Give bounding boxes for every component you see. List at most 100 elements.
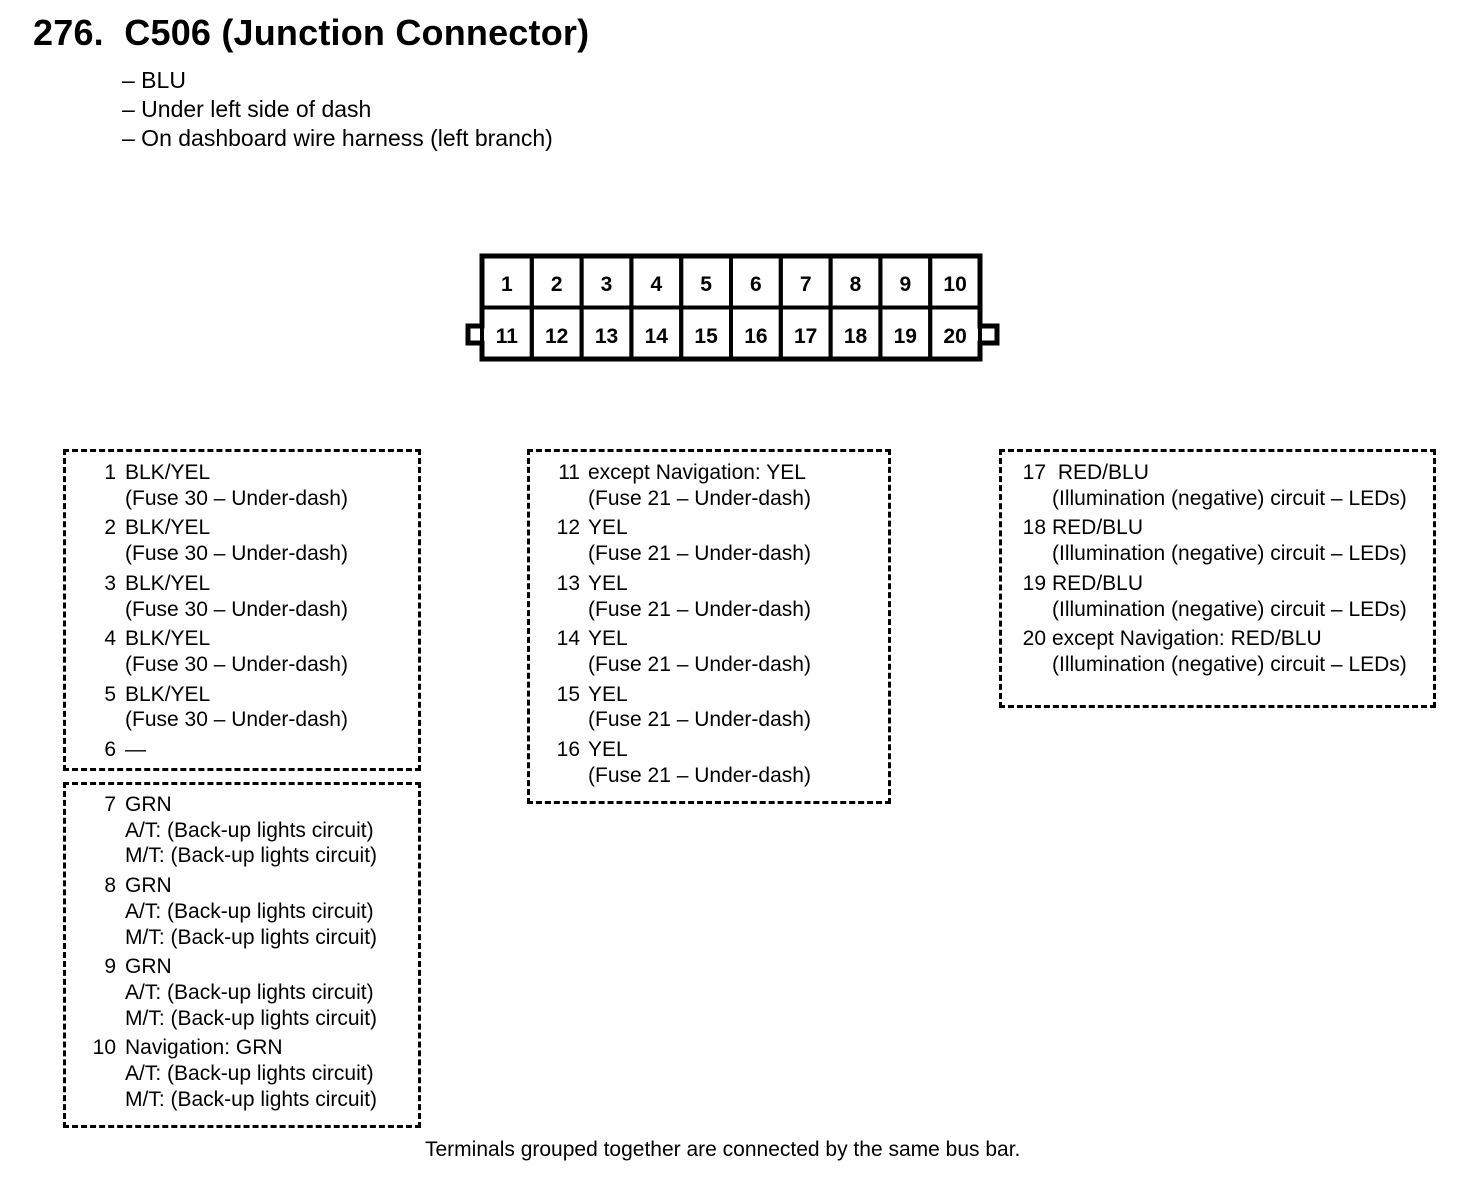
pin-number-14: 14 xyxy=(644,325,668,348)
circuit-description: M/T: (Back-up lights circuit) xyxy=(125,844,378,868)
terminal-17: 17 RED/BLU(Illumination (negative) circu… xyxy=(1002,460,1433,511)
circuit-description: A/T: (Back-up lights circuit) xyxy=(125,899,374,923)
pin-number-6: 6 xyxy=(750,273,762,296)
terminal-number: 9 xyxy=(104,955,116,979)
circuit-description: A/T: (Back-up lights circuit) xyxy=(125,1062,374,1086)
wire-color: YEL xyxy=(588,571,628,595)
terminal-1: 1 BLK/YEL(Fuse 30 – Under-dash) xyxy=(66,460,418,511)
terminal-number: 5 xyxy=(104,682,116,706)
terminal-11: 11 except Navigation: YEL(Fuse 21 – Under… xyxy=(530,460,888,511)
terminal-6: 6— xyxy=(66,737,418,763)
circuit-description: M/T: (Back-up lights circuit) xyxy=(125,925,378,949)
wire-color: BLK/YEL xyxy=(125,461,211,484)
wire-color: except Navigation: YEL xyxy=(588,461,806,484)
circuit-description: M/T: (Back-up lights circuit) xyxy=(125,1087,378,1111)
terminal-number: 1 xyxy=(104,461,116,484)
terminal-number: 2 xyxy=(104,516,116,540)
detail-color: – BLU xyxy=(122,67,186,93)
terminal-number: 13 xyxy=(556,571,580,595)
wire-color: RED/BLU xyxy=(1052,461,1149,484)
terminal-number: 11 xyxy=(558,461,580,484)
wire-color: Navigation: GRN xyxy=(125,1036,283,1060)
terminal-2: 2 BLK/YEL(Fuse 30 – Under-dash) xyxy=(66,515,418,566)
wire-color: BLK/YEL xyxy=(125,571,211,595)
circuit-description: (Fuse 30 – Under-dash) xyxy=(125,597,348,621)
circuit-description: (Illumination (negative) circuit – LEDs) xyxy=(1052,597,1407,621)
pin-number-12: 12 xyxy=(545,325,569,348)
circuit-description: A/T: (Back-up lights circuit) xyxy=(125,818,374,842)
circuit-description: (Fuse 21 – Under-dash) xyxy=(588,652,811,676)
circuit-description: (Fuse 30 – Under-dash) xyxy=(125,708,348,732)
wire-color: YEL xyxy=(588,627,628,651)
footnote: Terminals grouped together are connected… xyxy=(425,1138,1021,1161)
wire-color: RED/BLU xyxy=(1052,516,1144,540)
terminal-number: 20 xyxy=(1022,627,1046,651)
pin-number-7: 7 xyxy=(799,273,812,296)
circuit-description: A/T: (Back-up lights circuit) xyxy=(125,980,374,1004)
terminal-number: 10 xyxy=(92,1036,116,1060)
terminal-number: 7 xyxy=(104,793,116,816)
pin-number-9: 9 xyxy=(899,273,912,296)
terminal-13: 13 YEL(Fuse 21 – Under-dash) xyxy=(530,571,888,622)
wire-color: BLK/YEL xyxy=(125,627,211,651)
wire-color: GRN xyxy=(125,793,172,816)
wire-color: BLK/YEL xyxy=(125,682,211,706)
connector-details: – BLU – Under left side of dash – On das… xyxy=(122,66,553,153)
circuit-description: (Fuse 21 – Under-dash) xyxy=(588,708,811,732)
wire-color: RED/BLU xyxy=(1052,571,1144,595)
terminal-number: 3 xyxy=(104,571,116,595)
pin-number-18: 18 xyxy=(843,325,868,348)
circuit-description: (Illumination (negative) circuit – LEDs) xyxy=(1052,652,1407,676)
circuit-description: (Fuse 21 – Under-dash) xyxy=(588,763,811,787)
wire-color: YEL xyxy=(588,682,628,706)
wire-color: GRN xyxy=(125,874,172,898)
page-title: 276. C506 (Junction Connector) xyxy=(33,12,590,53)
circuit-description: (Illumination (negative) circuit – LEDs) xyxy=(1052,542,1407,566)
pin-number-19: 19 xyxy=(893,325,917,348)
circuit-description: (Fuse 30 – Under-dash) xyxy=(125,486,348,510)
terminal-5: 5 BLK/YEL(Fuse 30 – Under-dash) xyxy=(66,682,418,733)
circuit-description: (Fuse 21 – Under-dash) xyxy=(588,486,811,510)
pin-number-13: 13 xyxy=(594,325,619,348)
terminal-number: 6 xyxy=(104,738,116,762)
wire-color: YEL xyxy=(588,738,628,762)
terminal-number: 19 xyxy=(1022,571,1046,595)
terminal-15: 15 YEL(Fuse 21 – Under-dash) xyxy=(530,682,888,733)
terminal-number: 8 xyxy=(104,874,116,898)
circuit-description: (Fuse 30 – Under-dash) xyxy=(125,542,348,566)
pin-number-17: 17 xyxy=(794,325,818,348)
wire-color: GRN xyxy=(125,955,172,979)
terminal-3: 3 BLK/YEL(Fuse 30 – Under-dash) xyxy=(66,571,418,622)
circuit-description: (Fuse 30 – Under-dash) xyxy=(125,652,348,676)
circuit-description: (Fuse 21 – Under-dash) xyxy=(588,597,811,621)
terminal-number: 17 xyxy=(1022,461,1046,484)
terminal-number: 15 xyxy=(556,682,580,706)
pin-number-4: 4 xyxy=(650,273,663,296)
wire-color: BLK/YEL xyxy=(125,516,211,540)
connector-outline xyxy=(465,253,1000,362)
pin-number-11: 11 xyxy=(495,325,518,348)
wire-color: YEL xyxy=(588,516,628,540)
detail-location: – Under left side of dash xyxy=(122,96,372,122)
terminal-16: 16 YEL(Fuse 21 – Under-dash) xyxy=(530,737,888,788)
pin-number-20: 20 xyxy=(943,325,967,348)
terminal-number: 16 xyxy=(556,738,580,762)
pin-number-5: 5 xyxy=(700,273,712,296)
pin-cavity-20 xyxy=(928,305,983,361)
detail-harness: – On dashboard wire harness (left branch… xyxy=(122,125,553,151)
pin-number-8: 8 xyxy=(849,273,862,296)
pin-number-15: 15 xyxy=(694,325,718,348)
wire-color: — xyxy=(125,738,146,762)
